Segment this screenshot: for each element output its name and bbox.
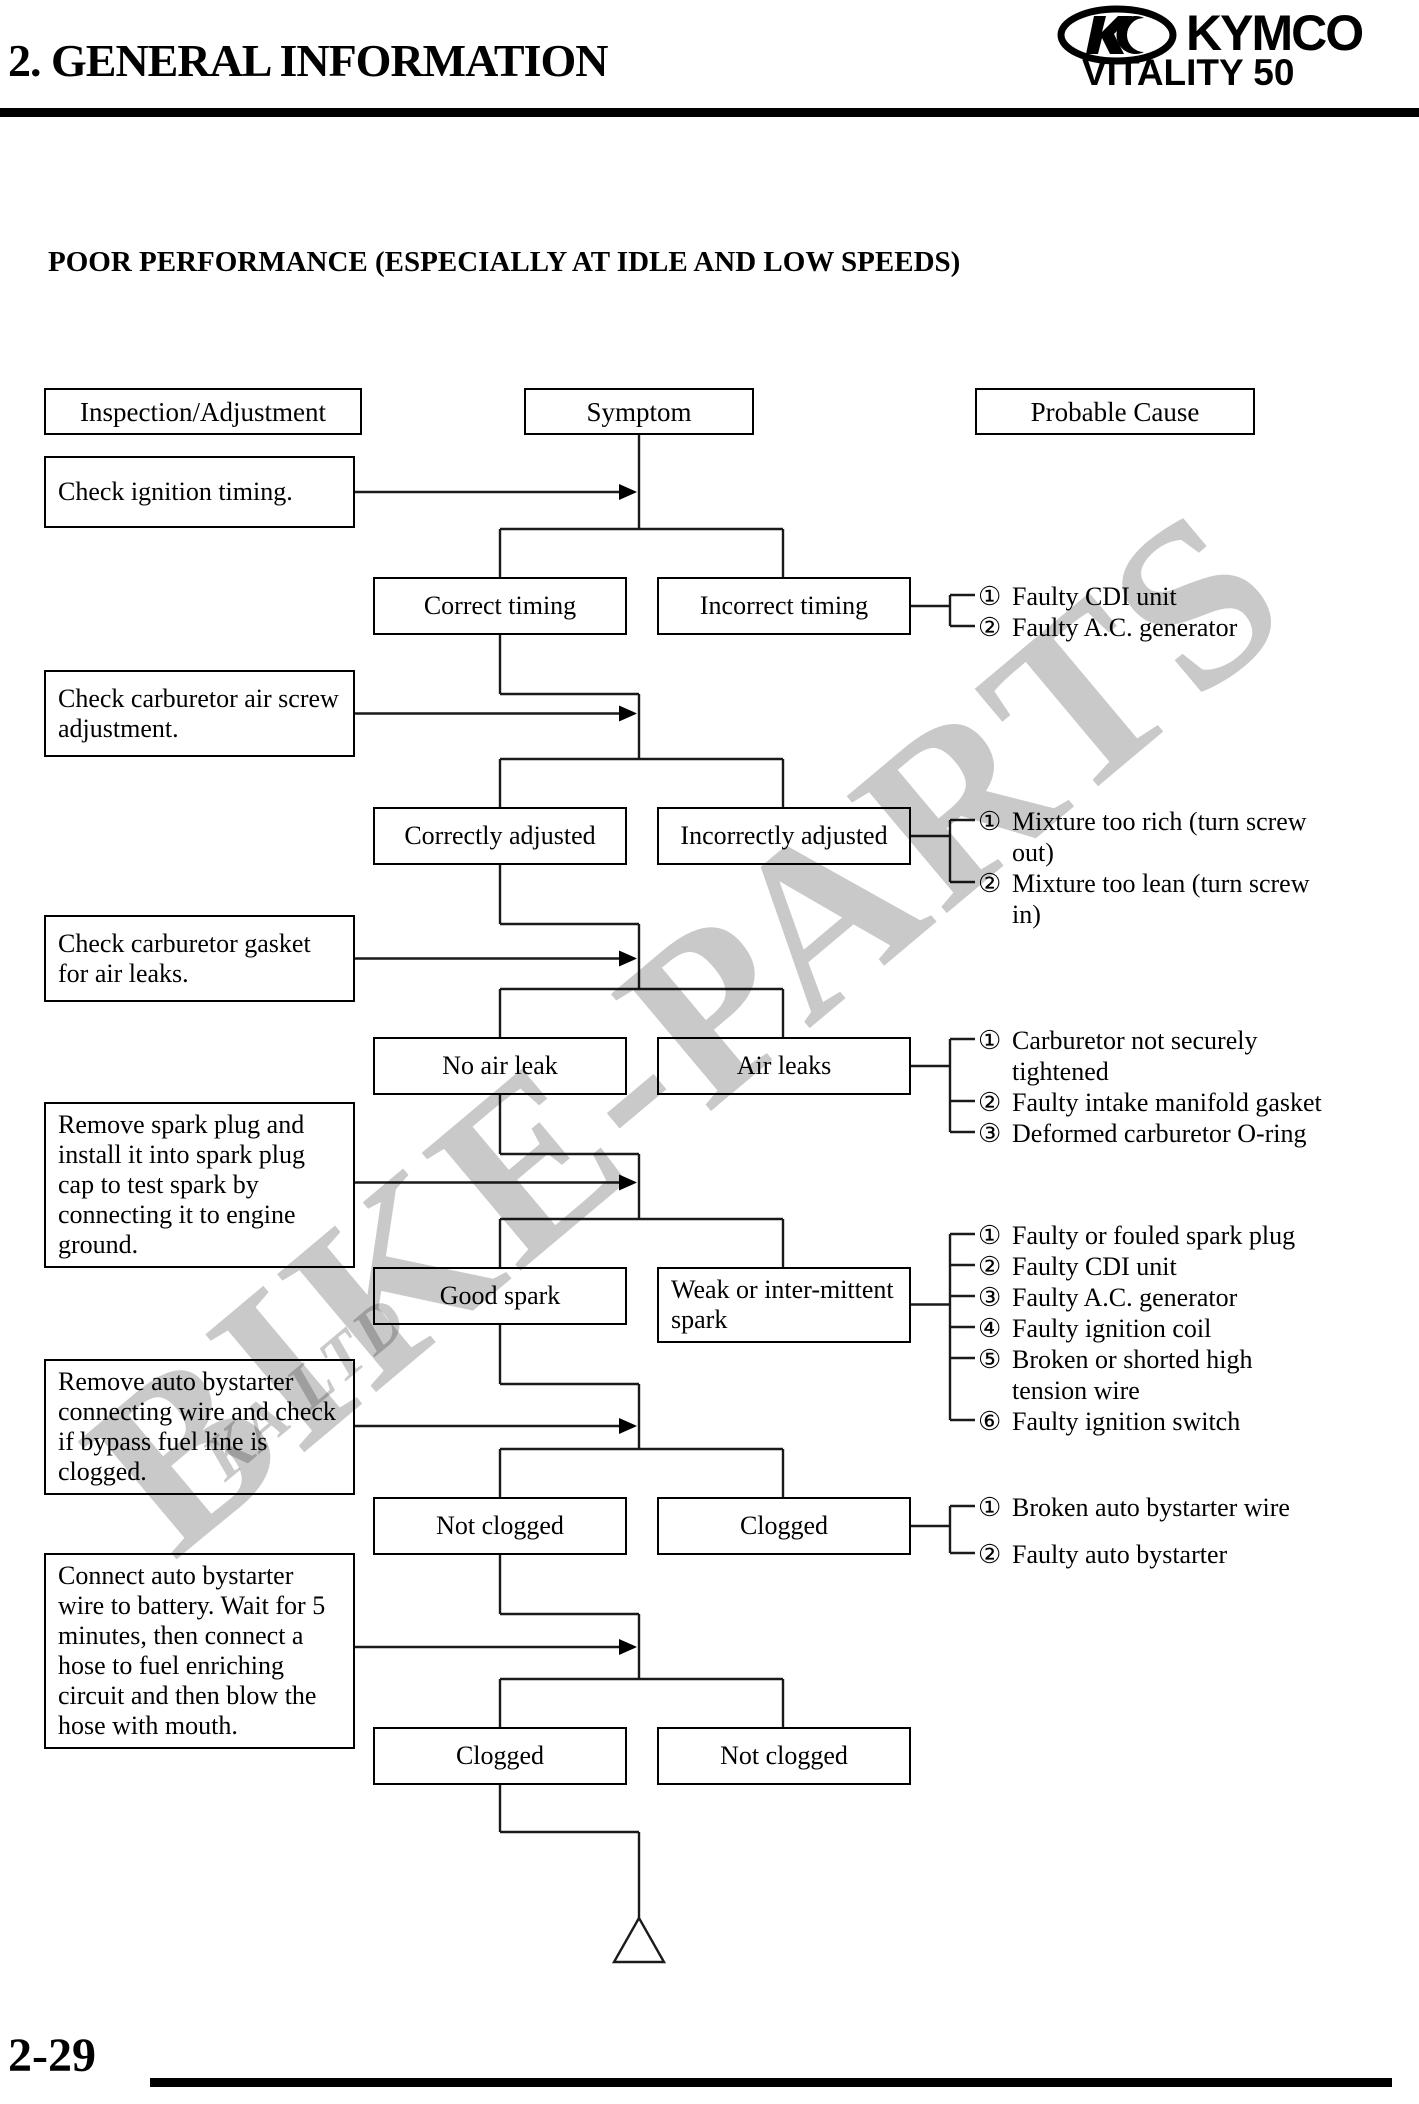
probable-cause-item: ② Faulty auto bystarter	[978, 1539, 1227, 1570]
result-box-positive: Not clogged	[373, 1497, 627, 1555]
result-box-negative: Air leaks	[657, 1037, 911, 1095]
cause-text-continued: in)	[1012, 900, 1041, 929]
cause-number: ②	[978, 1088, 1002, 1117]
inspection-box: Check carburetor gasket for air leaks.	[44, 915, 355, 1002]
brand-name: KYMCO	[1186, 5, 1364, 61]
cause-text: Carburetor not securely	[1012, 1026, 1258, 1055]
column-header-probable-cause: Probable Cause	[975, 388, 1255, 435]
cause-number: ④	[978, 1314, 1002, 1343]
arrowhead-icon	[619, 1639, 637, 1655]
arrowhead-icon	[619, 705, 637, 722]
section-title: POOR PERFORMANCE (ESPECIALLY AT IDLE AND…	[48, 246, 961, 278]
arrowhead-icon	[619, 950, 637, 967]
page-number: 2-29	[8, 2029, 96, 2082]
cause-text-continued: tightened	[1012, 1057, 1109, 1086]
kymco-logo-icon	[1057, 5, 1177, 65]
page-title: 2. GENERAL INFORMATION	[8, 35, 608, 86]
cause-text: Faulty or fouled spark plug	[1012, 1221, 1296, 1250]
cause-text: Faulty auto bystarter	[1012, 1540, 1228, 1569]
result-box-positive: Correct timing	[373, 577, 627, 635]
cause-number: ⑥	[978, 1407, 1002, 1436]
probable-cause-item: ④ Faulty ignition coil	[978, 1313, 1211, 1344]
arrowhead-icon	[619, 484, 637, 500]
cause-text: Broken or shorted high	[1012, 1345, 1253, 1374]
cause-text: Faulty ignition switch	[1012, 1407, 1241, 1436]
probable-cause-item: ① Faulty or fouled spark plug	[978, 1220, 1295, 1251]
inspection-box: Connect auto bystarter wire to battery. …	[44, 1553, 355, 1749]
cause-number: ①	[978, 1493, 1002, 1522]
probable-cause-item: ① Broken auto bystarter wire	[978, 1492, 1290, 1523]
cause-number: ②	[978, 613, 1002, 642]
cause-text: Deformed carburetor O-ring	[1012, 1119, 1307, 1148]
probable-cause-item: ② Faulty CDI unit	[978, 1251, 1177, 1282]
cause-text-continued: out)	[1012, 838, 1054, 867]
cause-number: ②	[978, 1252, 1002, 1281]
cause-number: ③	[978, 1283, 1002, 1312]
cause-number: ②	[978, 869, 1002, 898]
result-box-negative: Not clogged	[657, 1727, 911, 1785]
cause-text: Faulty ignition coil	[1012, 1314, 1212, 1343]
result-box-negative: Weak or inter-mittent spark	[657, 1267, 911, 1343]
cause-number: ①	[978, 807, 1002, 836]
continuation-triangle-icon	[611, 1915, 667, 1964]
probable-cause-item: ① Faulty CDI unit	[978, 581, 1177, 612]
result-box-negative: Clogged	[657, 1497, 911, 1555]
cause-text: Faulty CDI unit	[1012, 582, 1177, 611]
model-name: VITALITY 50	[1082, 52, 1295, 93]
cause-text: Faulty intake manifold gasket	[1012, 1088, 1322, 1117]
cause-text: Faulty A.C. generator	[1012, 1283, 1238, 1312]
inspection-box: Check carburetor air screw adjustment.	[44, 670, 355, 757]
cause-number: ②	[978, 1540, 1002, 1569]
header-rule	[0, 108, 1419, 117]
cause-number: ⑤	[978, 1345, 1002, 1374]
footer-rule	[150, 2078, 1392, 2087]
inspection-box: Remove spark plug and install it into sp…	[44, 1102, 355, 1268]
cause-text-continued: tension wire	[1012, 1376, 1140, 1405]
cause-text: Broken auto bystarter wire	[1012, 1493, 1290, 1522]
probable-cause-item: ② Faulty A.C. generator	[978, 612, 1237, 643]
cause-number: ①	[978, 1026, 1002, 1055]
result-box-negative: Incorrect timing	[657, 577, 911, 635]
cause-text: Faulty CDI unit	[1012, 1252, 1177, 1281]
result-box-positive: Correctly adjusted	[373, 807, 627, 865]
inspection-box: Remove auto bystarter connecting wire an…	[44, 1359, 355, 1495]
result-box-positive: Clogged	[373, 1727, 627, 1785]
cause-text: Faulty A.C. generator	[1012, 613, 1238, 642]
probable-cause-item: ③ Faulty A.C. generator	[978, 1282, 1237, 1313]
cause-number: ③	[978, 1119, 1002, 1148]
result-box-negative: Incorrectly adjusted	[657, 807, 911, 865]
arrowhead-icon	[619, 1418, 637, 1434]
result-box-positive: No air leak	[373, 1037, 627, 1095]
arrowhead-icon	[619, 1174, 637, 1191]
column-header-symptom: Symptom	[524, 388, 754, 435]
cause-number: ①	[978, 582, 1002, 611]
probable-cause-item: ② Faulty intake manifold gasket	[978, 1087, 1322, 1118]
cause-number: ①	[978, 1221, 1002, 1250]
probable-cause-item: ③ Deformed carburetor O-ring	[978, 1118, 1307, 1149]
result-box-positive: Good spark	[373, 1267, 627, 1325]
inspection-box: Check ignition timing.	[44, 456, 355, 528]
column-header-inspection: Inspection/Adjustment	[44, 388, 362, 435]
probable-cause-item: ⑥ Faulty ignition switch	[978, 1406, 1240, 1437]
cause-text: Mixture too rich (turn screw	[1012, 807, 1307, 836]
cause-text: Mixture too lean (turn screw	[1012, 869, 1310, 898]
